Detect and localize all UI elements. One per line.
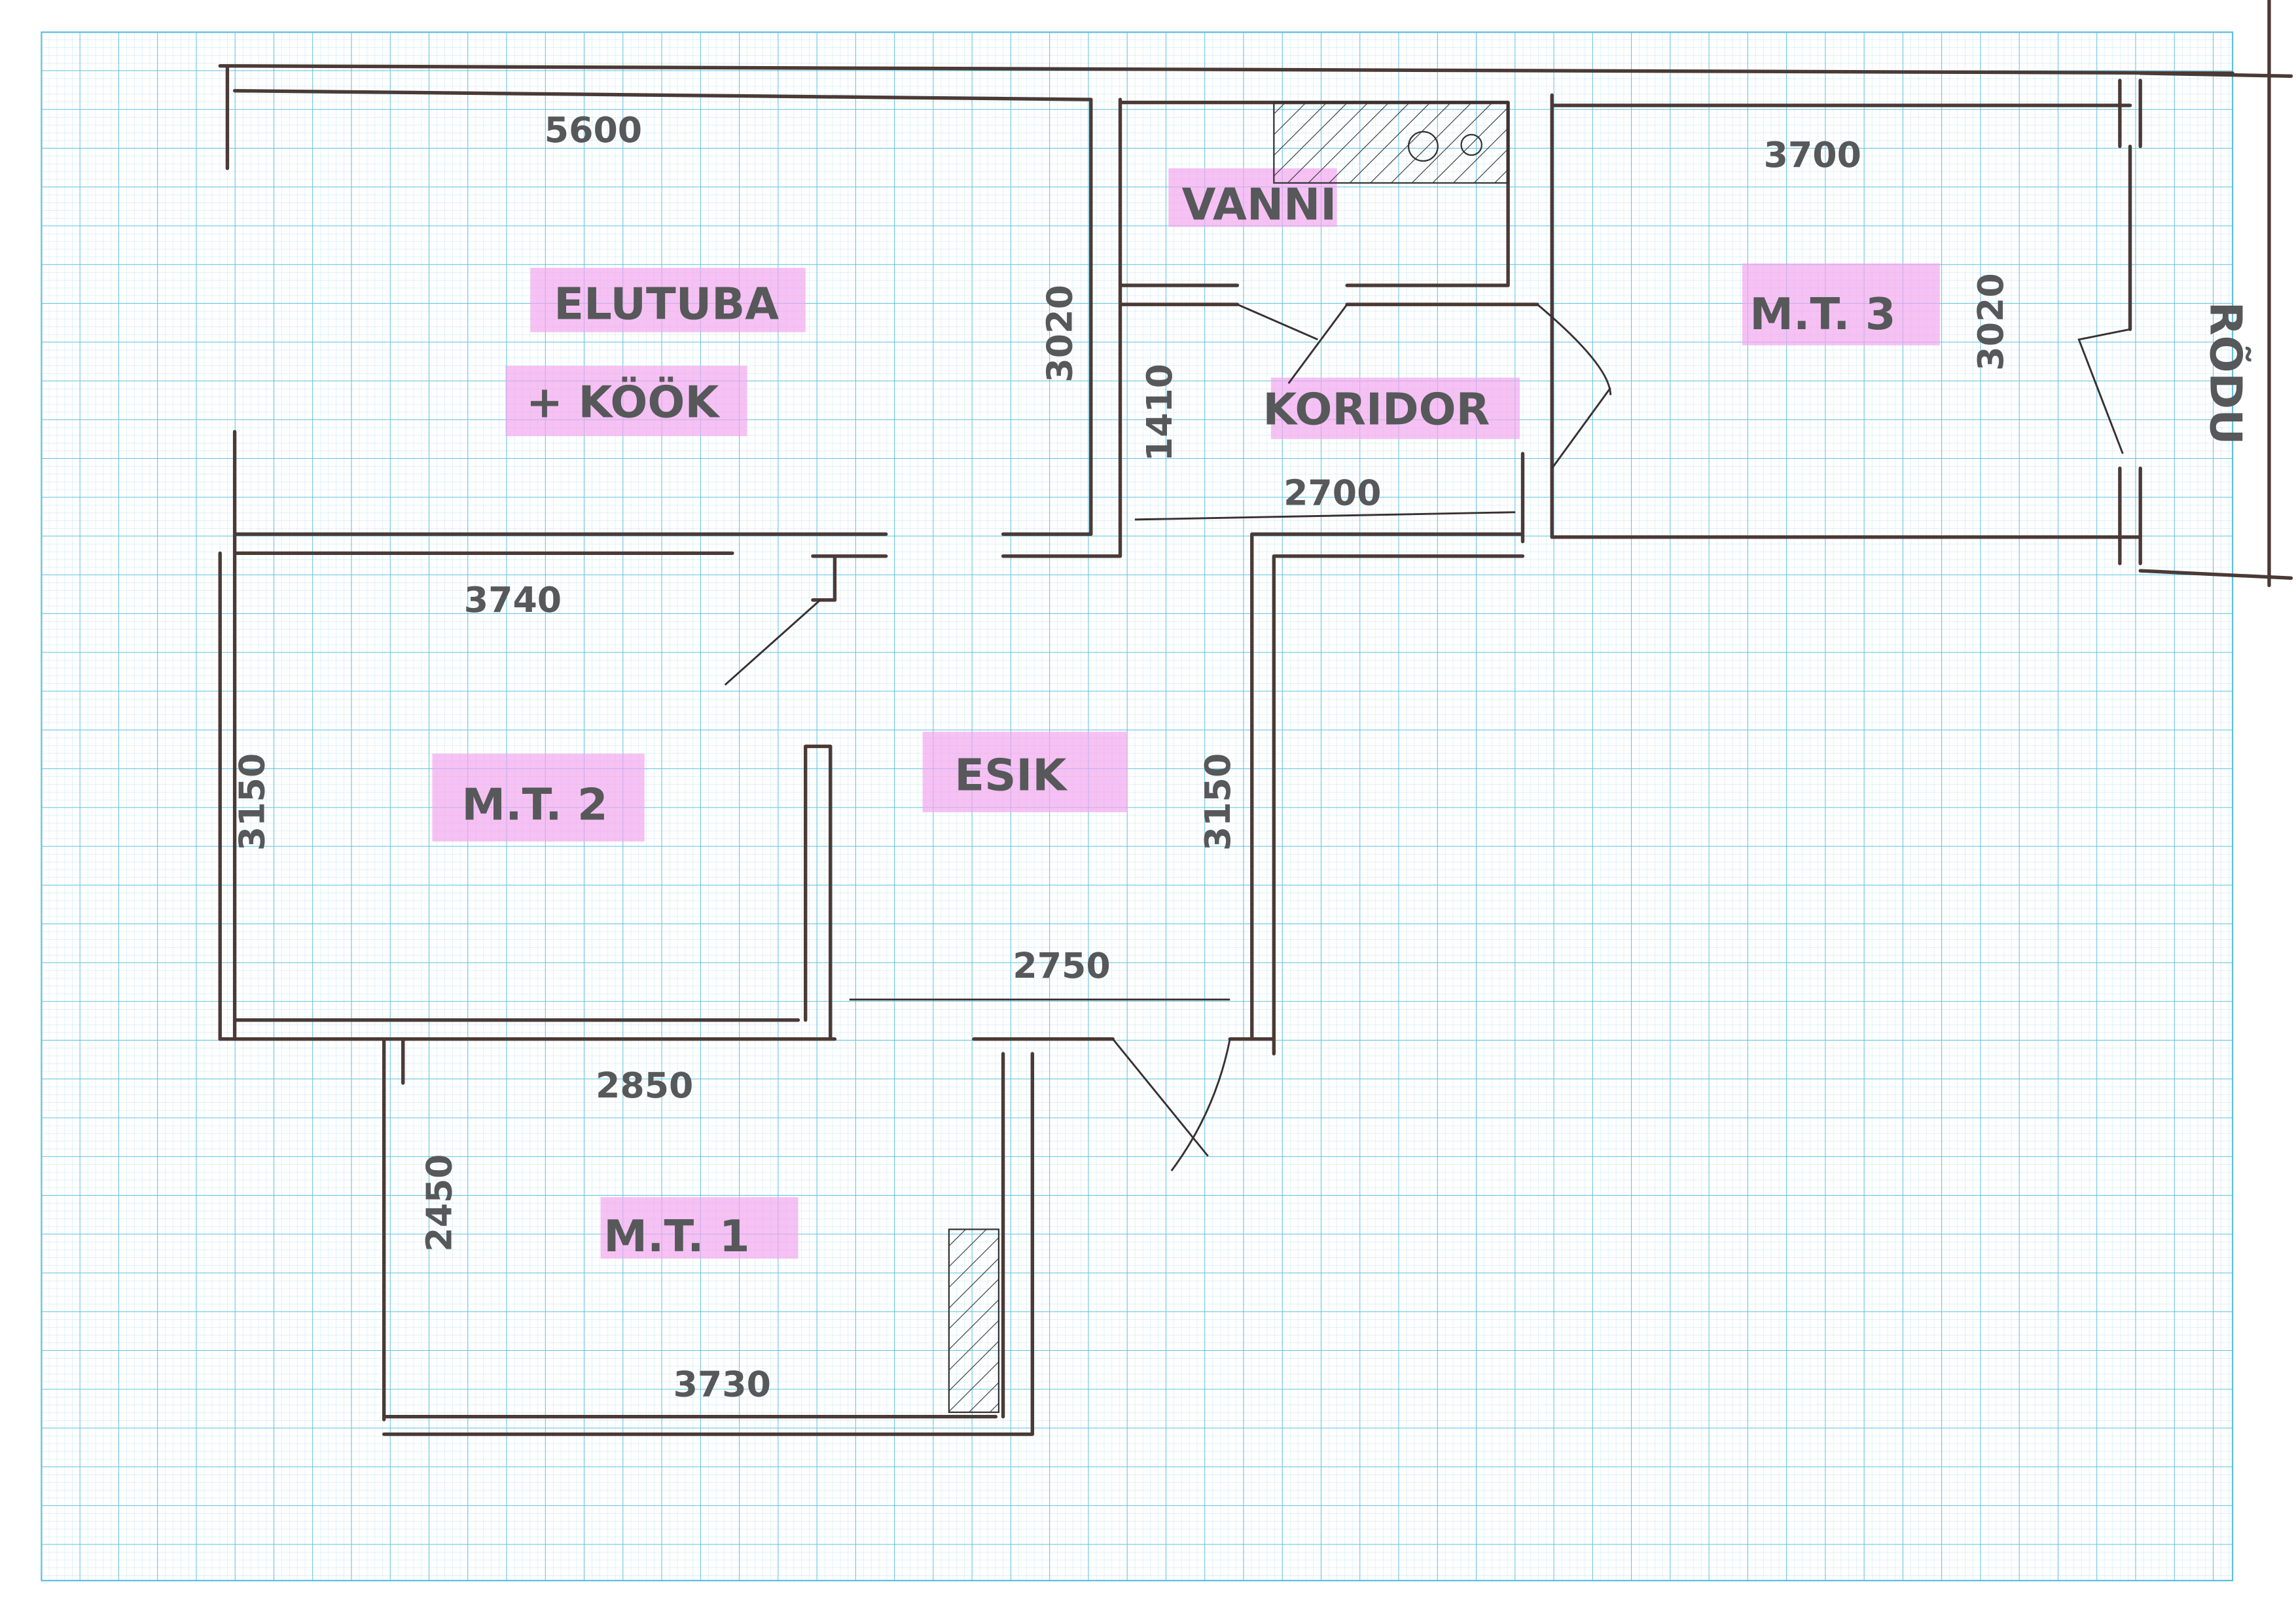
dim-bedroom1-width: 3730	[673, 1363, 771, 1404]
room-label-bedroom2: M.T. 2	[461, 779, 607, 830]
label-highlights	[432, 168, 1940, 1259]
sink-icon	[1407, 131, 1439, 162]
room-label-kitchen: + KÖÖK	[526, 376, 721, 427]
dim-bedroom2-depth: 3150	[231, 753, 272, 851]
room-label-bedroom3: M.T. 3	[1749, 289, 1895, 340]
dim-living-bottom: 3740	[464, 579, 562, 620]
toilet-icon	[1460, 134, 1482, 156]
dim-hall-width: 2750	[1013, 945, 1110, 986]
door-swings	[724, 303, 2130, 1171]
dim-bedroom2-width: 2850	[596, 1065, 693, 1106]
stove-hatched	[948, 1228, 1000, 1414]
dim-living-depth: 3020	[1039, 285, 1081, 382]
dim-bedroom1-depth: 2450	[419, 1154, 460, 1252]
room-label-balcony: RÕDU	[2200, 302, 2252, 445]
bathtub-hatched	[1273, 101, 1509, 184]
room-label-living: ELUTUBA	[554, 279, 779, 330]
dim-living-width: 5600	[545, 109, 642, 151]
dim-bedroom3-width: 3700	[1764, 134, 1861, 175]
room-label-corridor: KORIDOR	[1263, 384, 1490, 435]
dim-corridor-depth: 1410	[1139, 364, 1180, 461]
dim-corridor-width: 2700	[1283, 473, 1381, 514]
dim-bedroom3-depth: 3020	[1970, 273, 2011, 370]
room-label-hall: ESIK	[954, 750, 1068, 801]
room-label-bathroom: VANNI	[1182, 179, 1337, 230]
dim-hall-depth: 3150	[1197, 753, 1238, 851]
room-label-bedroom1: M.T. 1	[603, 1211, 749, 1262]
